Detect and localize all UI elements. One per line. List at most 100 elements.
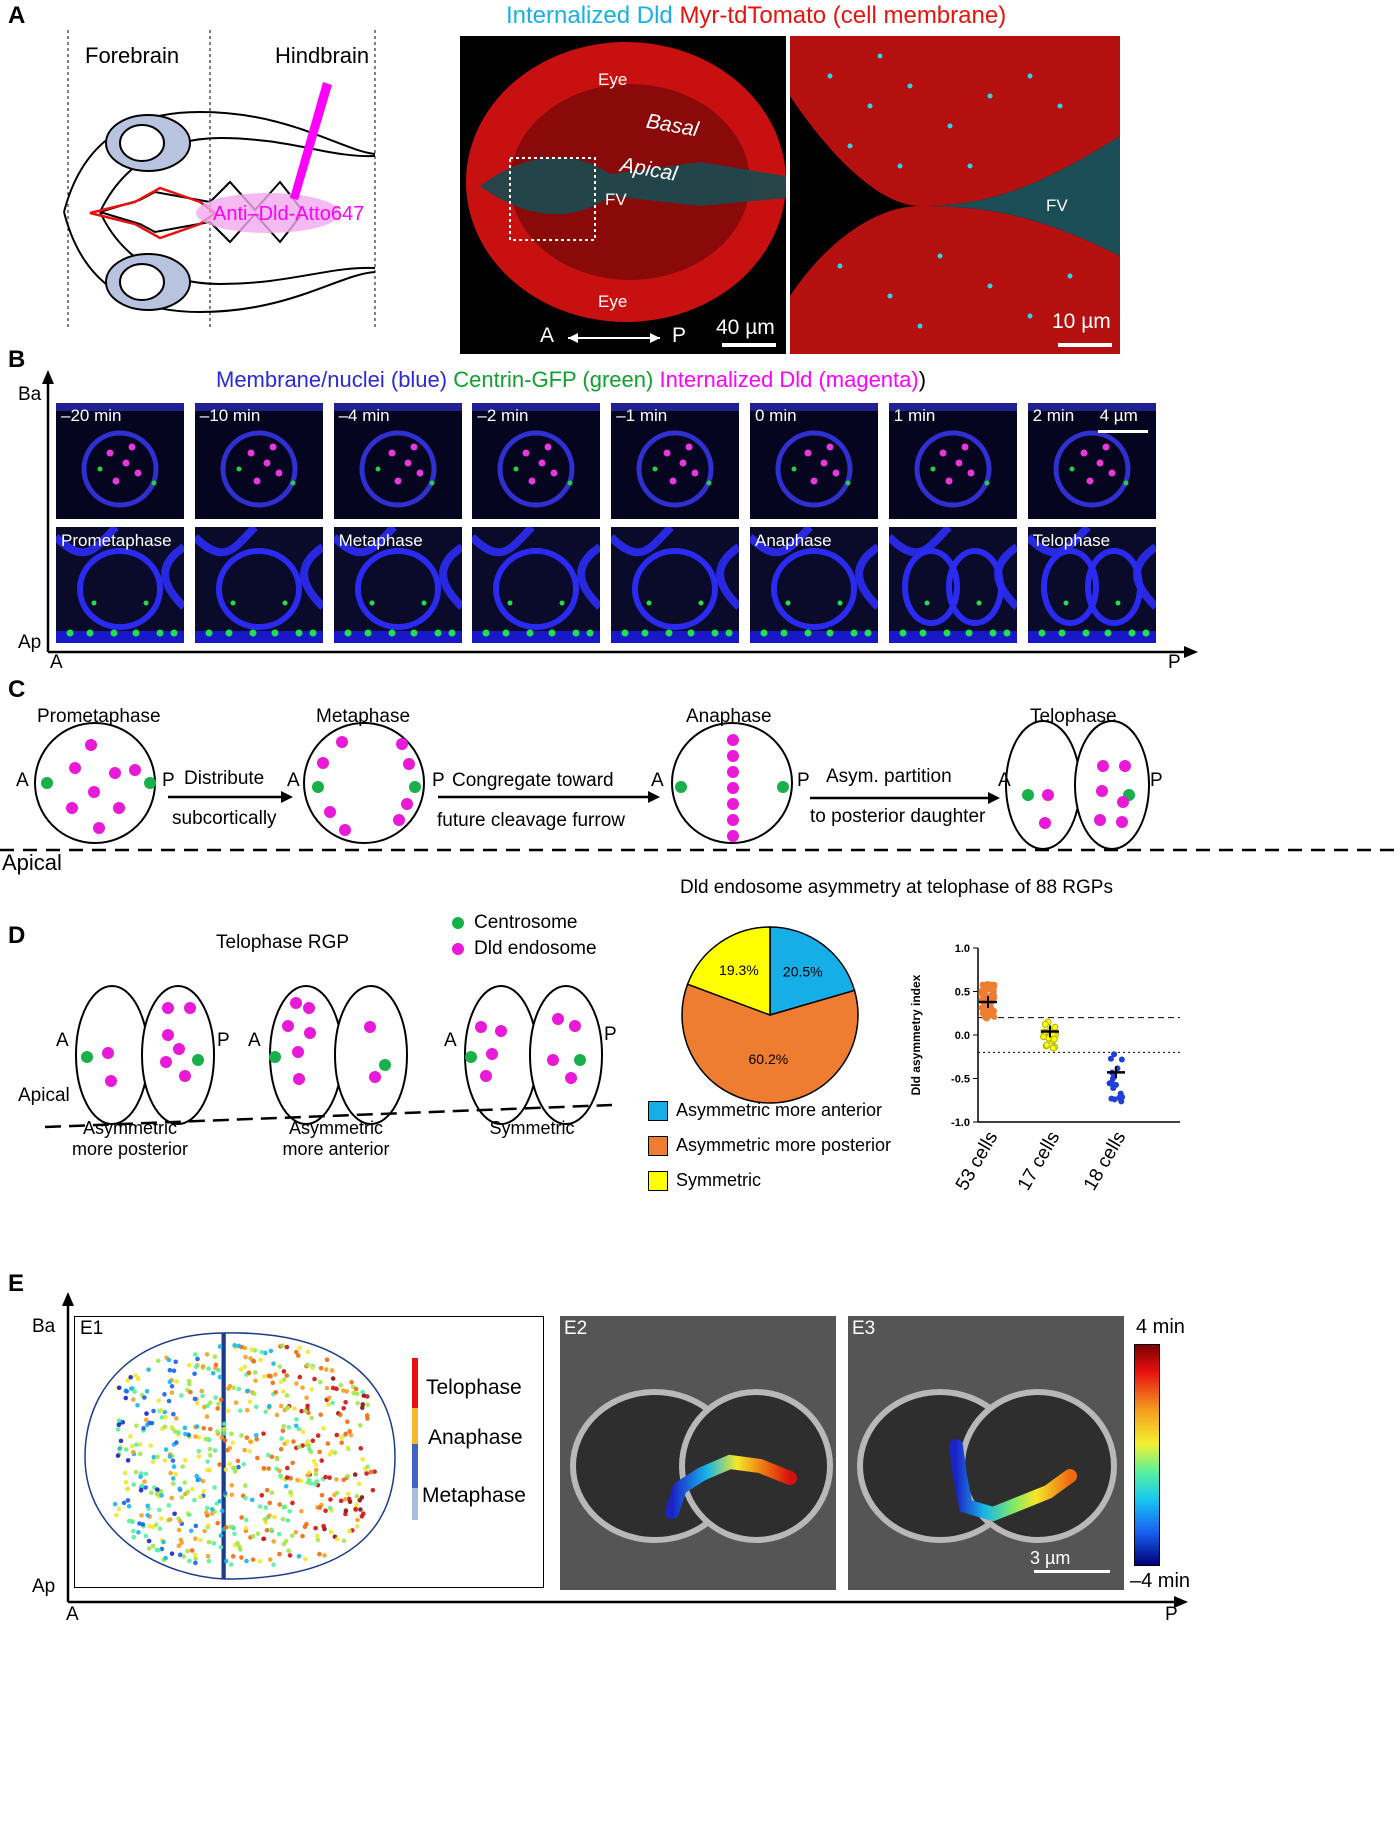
point-0-49 xyxy=(989,1007,996,1014)
title-green: Centrin-GFP (green) xyxy=(453,367,654,392)
axis-ba-e: Ba xyxy=(32,1316,56,1337)
c-a-2: A xyxy=(287,770,300,791)
e1-endosome-plot xyxy=(84,1332,396,1580)
ytick-4: -1.0 xyxy=(951,1117,970,1129)
panel-c-diagram xyxy=(0,720,1400,852)
d-p-3: P xyxy=(604,1024,617,1045)
point-1-13 xyxy=(1040,1033,1048,1041)
stage-prometaphase: Prometaphase xyxy=(37,706,161,727)
axis-a-b: A xyxy=(50,652,63,673)
micrograph-zoom xyxy=(790,36,1120,354)
e1-label: E1 xyxy=(80,1318,104,1339)
frame-top-1: –10 min xyxy=(194,403,323,519)
pie-slice-1 xyxy=(681,983,859,1104)
panel-b-axes xyxy=(42,370,1198,658)
y-axis-label: Dld asymmetry index xyxy=(909,974,923,1095)
e3-label: E3 xyxy=(852,1318,876,1339)
caption-more-posterior: Asymmetric more posterior xyxy=(60,1118,200,1160)
legend-row-anterior: Asymmetric more anterior xyxy=(648,1100,891,1121)
telophase-rgp-title: Telophase RGP xyxy=(216,932,350,953)
axis-p-label: P xyxy=(672,324,687,347)
caption-symmetric: Symmetric xyxy=(489,1118,575,1138)
point-1-15 xyxy=(1051,1023,1059,1031)
time-label-5: 0 min xyxy=(755,406,797,425)
e1-frame xyxy=(74,1316,544,1588)
scale-bar-4um: 4 µm xyxy=(1099,406,1138,425)
panel-e-axes xyxy=(62,1292,1188,1608)
axis-p-b: P xyxy=(1168,652,1181,673)
phase-metaphase: Metaphase xyxy=(422,1484,526,1507)
frame-bottom-6 xyxy=(888,527,1017,643)
caption-more-anterior-line1: Asymmetric xyxy=(289,1118,383,1138)
axis-ap: Ap xyxy=(18,632,42,653)
micrograph-hindbrain xyxy=(460,36,786,354)
phase-bar-telophase xyxy=(412,1358,418,1408)
d-p-1: P xyxy=(217,1030,230,1051)
caption-more-posterior-line2: more posterior xyxy=(71,1139,189,1159)
frame-top-5: 0 min xyxy=(750,403,878,519)
panel-label-a: A xyxy=(8,2,26,29)
panel-d-diagram xyxy=(44,917,613,1129)
frame-top-2: –4 min xyxy=(333,403,462,519)
stage-metaphase: Metaphase xyxy=(316,706,411,727)
pie-slice-0 xyxy=(769,926,856,1016)
title-membrane: Myr-tdTomato (cell membrane) xyxy=(679,2,1007,29)
frame-top-3: –2 min xyxy=(472,403,601,519)
axis-a-e: A xyxy=(66,1604,79,1625)
frame-bottom-5: Anaphase xyxy=(750,527,878,643)
legend-label-posterior: Asymmetric more posterior xyxy=(676,1135,892,1155)
time-label-7: 2 min xyxy=(1032,406,1075,425)
c-p-3: P xyxy=(797,770,810,791)
eye-label-top: Eye xyxy=(598,70,628,89)
pie-label-2: 19.3% xyxy=(719,962,759,978)
point-2-2 xyxy=(1107,1055,1114,1062)
fv-label-2: FV xyxy=(1046,196,1068,215)
legend-label-anterior: Asymmetric more anterior xyxy=(676,1100,883,1120)
arrow2-line1: Congregate toward xyxy=(452,770,614,791)
ytick-1: 0.5 xyxy=(955,987,970,999)
scale-bar-3um: 3 µm xyxy=(1030,1548,1071,1568)
eye-label-bottom: Eye xyxy=(598,292,628,311)
time-label-3: –2 min xyxy=(477,406,529,425)
arrow3-line1: Asym. partition xyxy=(826,766,952,787)
micrograph-e3 xyxy=(848,1316,1124,1590)
point-0-46 xyxy=(981,994,988,1001)
phase-bar-metaphase xyxy=(412,1444,418,1488)
axis-p-e: P xyxy=(1165,1604,1178,1625)
phase-bar-anaphase xyxy=(412,1408,418,1444)
c-p-4: P xyxy=(1150,770,1163,791)
point-0-51 xyxy=(981,1007,988,1014)
panel-label-c: C xyxy=(8,676,26,703)
phase-anaphase: Anaphase xyxy=(428,1426,523,1449)
forebrain-label: Forebrain xyxy=(85,43,180,68)
point-0-38 xyxy=(981,984,988,991)
xcat-2: 18 cells xyxy=(1080,1128,1130,1194)
frame-top-0: –20 min xyxy=(56,403,184,519)
caption-more-posterior-line1: Asymmetric xyxy=(83,1118,177,1138)
stage-anaphase: Anaphase xyxy=(686,706,772,727)
scale-bar-4um-line xyxy=(1097,430,1148,433)
frame-bottom-4 xyxy=(611,527,740,643)
legend-swatch-anterior xyxy=(648,1100,668,1121)
arrow3-line2: to posterior daughter xyxy=(810,806,986,827)
c-p-1: P xyxy=(162,770,175,791)
legend-label-symmetric: Symmetric xyxy=(676,1170,761,1190)
panel-label-e: E xyxy=(8,1270,25,1297)
d-a-2: A xyxy=(248,1030,261,1051)
axis-a-label: A xyxy=(540,324,555,347)
c-a-4: A xyxy=(998,770,1011,791)
frame-bottom-0: Prometaphase xyxy=(56,527,184,643)
time-label-1: –10 min xyxy=(199,406,261,425)
frame-top-4: –1 min xyxy=(611,403,740,519)
d-a-3: A xyxy=(444,1030,457,1051)
phase-bar-early xyxy=(412,1488,418,1520)
pie-title: Dld endosome asymmetry at telophase of 8… xyxy=(680,877,1113,898)
apical-label-d: Apical xyxy=(18,1085,70,1106)
point-0-26 xyxy=(991,1013,998,1020)
colorbar-bottom-label: –4 min xyxy=(1130,1570,1191,1592)
point-0-40 xyxy=(991,993,998,1000)
fv-label-1: FV xyxy=(605,190,627,209)
d-a-1: A xyxy=(56,1030,69,1051)
